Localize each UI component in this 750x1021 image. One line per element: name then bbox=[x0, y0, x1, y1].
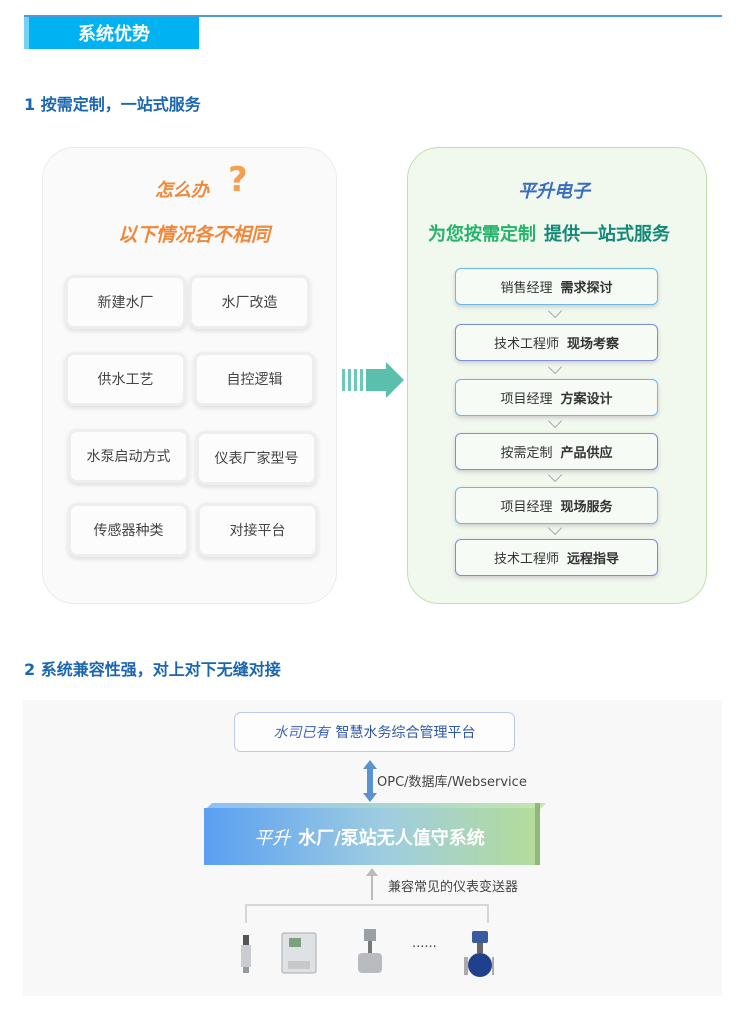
step-task: 现场考察 bbox=[567, 337, 620, 352]
option-pump-start: 水泵启动方式 bbox=[71, 432, 186, 480]
step-role: 技术工程师 bbox=[493, 337, 559, 352]
meter-icon bbox=[281, 932, 317, 974]
brand-name: 平升电子 bbox=[518, 181, 590, 202]
platform-name: 智慧水务综合管理平台 bbox=[335, 725, 476, 741]
step-role: 销售经理 bbox=[500, 281, 553, 296]
page-title: 系统优势 bbox=[24, 17, 199, 49]
protocol-label: OPC/数据库/Webservice bbox=[377, 775, 527, 790]
section-1-title: 1 按需定制，一站式服务 bbox=[24, 95, 201, 114]
more-devices-ellipsis: ...... bbox=[412, 936, 437, 951]
step-3: 项目经理方案设计 bbox=[455, 379, 658, 416]
system-banner: 平升水厂/泵站无人值守系统 bbox=[204, 803, 546, 865]
system-name: 水厂/泵站无人值守系统 bbox=[298, 827, 485, 849]
step-task: 需求探讨 bbox=[560, 281, 613, 296]
compat-label: 兼容常见的仪表变送器 bbox=[388, 880, 519, 895]
situations-subtitle: 以下情况各不相同 bbox=[118, 224, 271, 246]
step-task: 现场服务 bbox=[560, 500, 613, 515]
existing-platform-box: 水司已有智慧水务综合管理平台 bbox=[234, 712, 515, 752]
step-task: 远程指导 bbox=[567, 552, 620, 567]
step-role: 项目经理 bbox=[500, 392, 553, 407]
question-mark-icon: ? bbox=[228, 160, 248, 200]
device-bracket bbox=[241, 904, 494, 977]
step-4: 按需定制产品供应 bbox=[455, 433, 658, 470]
step-5: 项目经理现场服务 bbox=[455, 487, 658, 524]
step-6: 技术工程师远程指导 bbox=[455, 539, 658, 576]
slogan-part-b: 提供一站式服务 bbox=[544, 224, 670, 245]
flowmeter-icon bbox=[464, 931, 494, 977]
step-task: 方案设计 bbox=[560, 392, 613, 407]
system-prefix: 平升 bbox=[254, 827, 291, 849]
step-role: 按需定制 bbox=[500, 446, 553, 461]
arrow-right-icon bbox=[342, 362, 404, 398]
pressure-transmitter-icon bbox=[241, 935, 251, 973]
question-text: 怎么办 bbox=[155, 180, 209, 201]
option-new-plant: 新建水厂 bbox=[68, 278, 183, 326]
option-sensor-type: 传感器种类 bbox=[71, 506, 186, 554]
option-plant-renovation: 水厂改造 bbox=[192, 278, 307, 326]
section-2-title: 2 系统兼容性强，对上对下无缝对接 bbox=[24, 660, 281, 679]
arrow-up-icon bbox=[366, 868, 378, 900]
option-control-logic: 自控逻辑 bbox=[197, 355, 312, 403]
step-1: 销售经理需求探讨 bbox=[455, 268, 658, 305]
option-platform-integration: 对接平台 bbox=[200, 506, 315, 554]
service-card bbox=[407, 147, 707, 604]
platform-prefix: 水司已有 bbox=[273, 725, 330, 741]
step-role: 技术工程师 bbox=[493, 552, 559, 567]
option-instrument-model: 仪表厂家型号 bbox=[199, 434, 314, 482]
header-divider bbox=[24, 15, 722, 17]
option-water-process: 供水工艺 bbox=[68, 355, 183, 403]
step-2: 技术工程师现场考察 bbox=[455, 324, 658, 361]
slogan-part-a: 为您按需定制 bbox=[428, 224, 536, 245]
valve-icon bbox=[358, 929, 382, 973]
double-arrow-icon bbox=[363, 760, 377, 802]
step-task: 产品供应 bbox=[560, 446, 613, 461]
step-role: 项目经理 bbox=[500, 500, 553, 515]
slogan: 为您按需定制提供一站式服务 bbox=[428, 220, 670, 246]
